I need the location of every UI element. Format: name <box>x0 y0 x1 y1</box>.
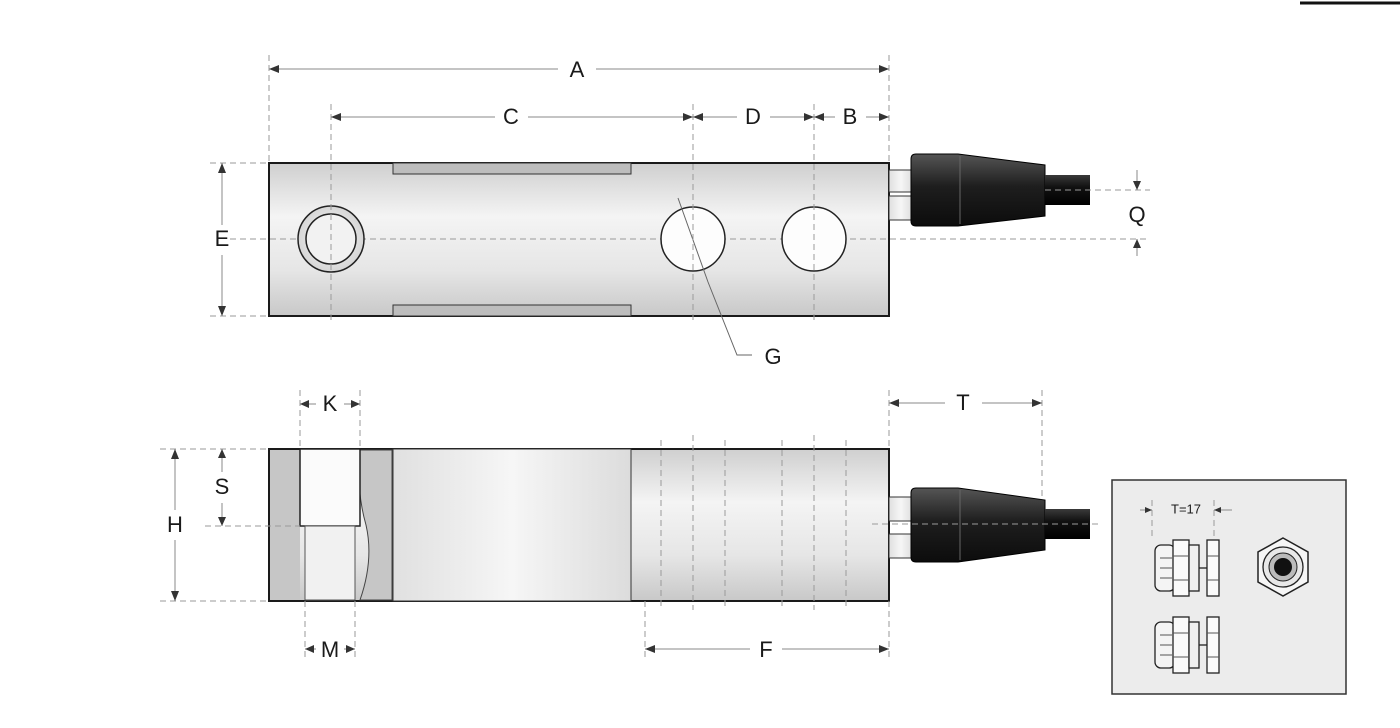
dim-label-d: D <box>745 104 761 129</box>
dim-label-g: G <box>764 344 781 369</box>
dim-label-c: C <box>503 104 519 129</box>
side-cable-gland <box>910 487 1046 563</box>
dim-label-a: A <box>570 57 585 82</box>
dim-label-s: S <box>215 474 230 499</box>
top-gauge-pocket-upper <box>392 162 632 175</box>
inset-t-label: T=17 <box>1171 501 1201 516</box>
side-left-shade <box>270 450 300 600</box>
inset-gland-upper <box>1154 539 1220 597</box>
dim-label-t: T <box>956 390 969 415</box>
dim-label-e: E <box>215 226 230 251</box>
dim-label-k: K <box>323 391 338 416</box>
side-gland-nut-upper <box>888 496 914 522</box>
inset-gland-lower <box>1154 616 1220 674</box>
dim-label-f: F <box>759 637 772 662</box>
top-gauge-pocket-lower <box>392 304 632 317</box>
side-gauge-pocket <box>392 448 632 602</box>
top-dimensions <box>210 55 1150 320</box>
side-gland-nut-lower <box>888 533 914 559</box>
side-view <box>268 435 1100 610</box>
top-view <box>230 153 1150 356</box>
dim-label-h: H <box>167 512 183 537</box>
connector-inset: T=17 <box>1111 479 1347 695</box>
side-counterbore <box>299 448 361 527</box>
dim-label-m: M <box>321 637 339 662</box>
dim-label-b: B <box>843 104 858 129</box>
side-thread-bore <box>304 525 356 601</box>
top-gland-nut-upper <box>888 169 914 193</box>
top-cable-gland <box>910 153 1046 227</box>
side-dimensions <box>160 390 1043 660</box>
dim-label-q: Q <box>1128 202 1145 227</box>
inset-gland-end-view <box>1257 537 1309 597</box>
inset-box <box>1111 479 1347 695</box>
top-gland-nut-lower <box>888 195 914 221</box>
